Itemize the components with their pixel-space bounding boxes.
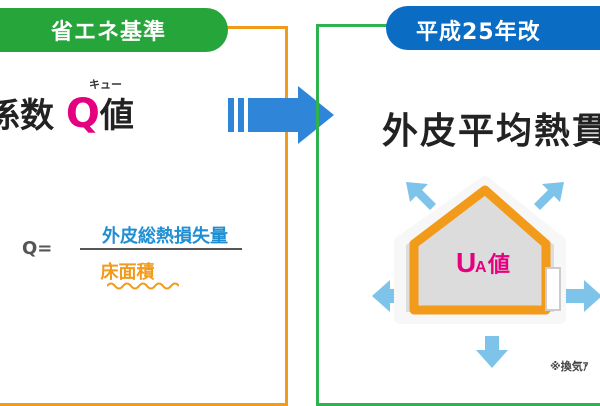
house-label-a: A <box>475 259 487 276</box>
q-heading-main: 係数 <box>0 96 54 136</box>
ventilation-note: ※換気ｱ <box>550 360 589 373</box>
right-tab-label: 平成25年改 <box>416 20 541 45</box>
q-ruby-text: キュー <box>89 78 122 91</box>
q-value-heading: 係数 Q値 <box>0 88 134 137</box>
formula-numerator: 外皮総熱損失量 <box>102 226 228 247</box>
ua-title: 外皮平均熱貫 <box>382 111 600 152</box>
q-heading-suffix: 値 <box>99 96 134 136</box>
left-panel-frame <box>0 26 288 406</box>
left-tab-banner <box>0 8 228 52</box>
house-heat-loss-diagram: U A 値 <box>372 176 600 368</box>
formula-denominator: 床面積 <box>100 262 155 283</box>
formula-lhs: Q= <box>22 238 53 259</box>
left-tab-label: 省エネ基準 <box>50 20 166 45</box>
house-label-suffix: 値 <box>487 253 510 278</box>
fraction-line <box>80 248 242 250</box>
q-heading-letter: Q <box>65 91 100 137</box>
house-label-u: U <box>456 247 476 278</box>
heat-arrow-icons <box>372 182 600 368</box>
right-tab-banner <box>386 6 600 50</box>
wavy-underline <box>107 282 179 290</box>
